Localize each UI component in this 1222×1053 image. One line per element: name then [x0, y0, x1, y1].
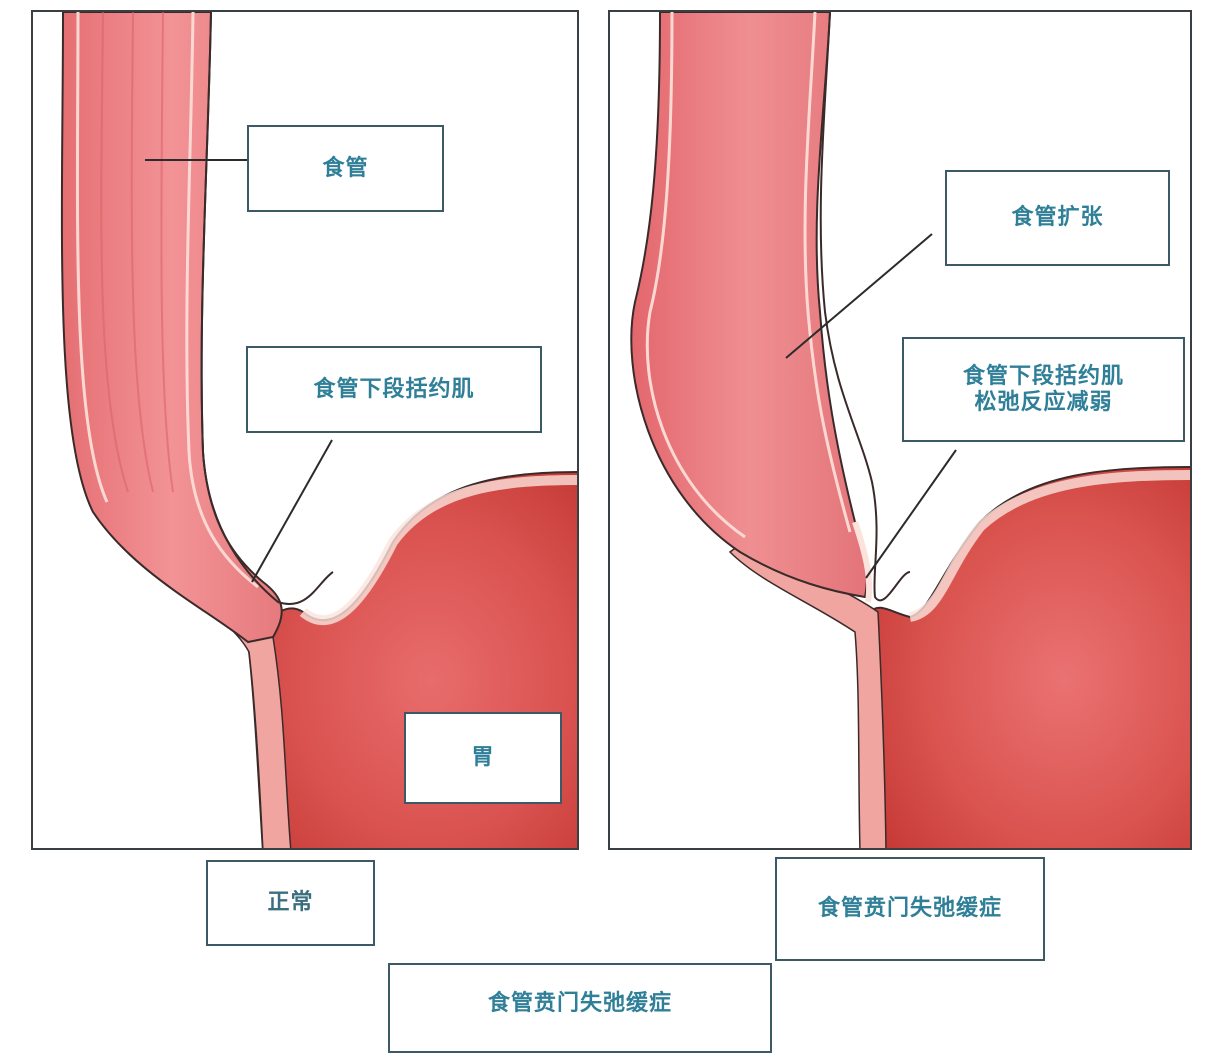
caption-normal: 正常 — [206, 860, 375, 946]
label-esophagus-text: 食管 — [322, 155, 369, 181]
label-stomach-text: 胃 — [471, 745, 495, 771]
label-stomach: 胃 — [404, 712, 562, 804]
label-esophagus: 食管 — [247, 125, 444, 212]
label-les-line2-text: 松弛反应减弱 — [974, 389, 1113, 415]
bottom-title: 食管贲门失弛缓症 — [388, 963, 772, 1053]
achalasia-esophagus-illustration — [630, 12, 1190, 848]
caption-achalasia-text: 食管贲门失弛缓症 — [817, 896, 1002, 922]
bottom-title-text: 食管贲门失弛缓症 — [487, 991, 672, 1016]
caption-achalasia: 食管贲门失弛缓症 — [775, 857, 1045, 961]
label-les-weakened-relaxation: 食管下段括约肌 松弛反应减弱 — [902, 337, 1185, 442]
label-dilation-text: 食管扩张 — [1011, 205, 1104, 231]
label-les-line1-text: 食管下段括约肌 — [962, 364, 1124, 390]
label-les-text: 食管下段括约肌 — [313, 376, 475, 402]
label-esophageal-dilation: 食管扩张 — [945, 170, 1170, 266]
label-lower-esophageal-sphincter: 食管下段括约肌 — [246, 346, 542, 433]
caption-normal-text: 正常 — [267, 890, 314, 916]
achalasia-anatomy-panel — [608, 10, 1192, 850]
